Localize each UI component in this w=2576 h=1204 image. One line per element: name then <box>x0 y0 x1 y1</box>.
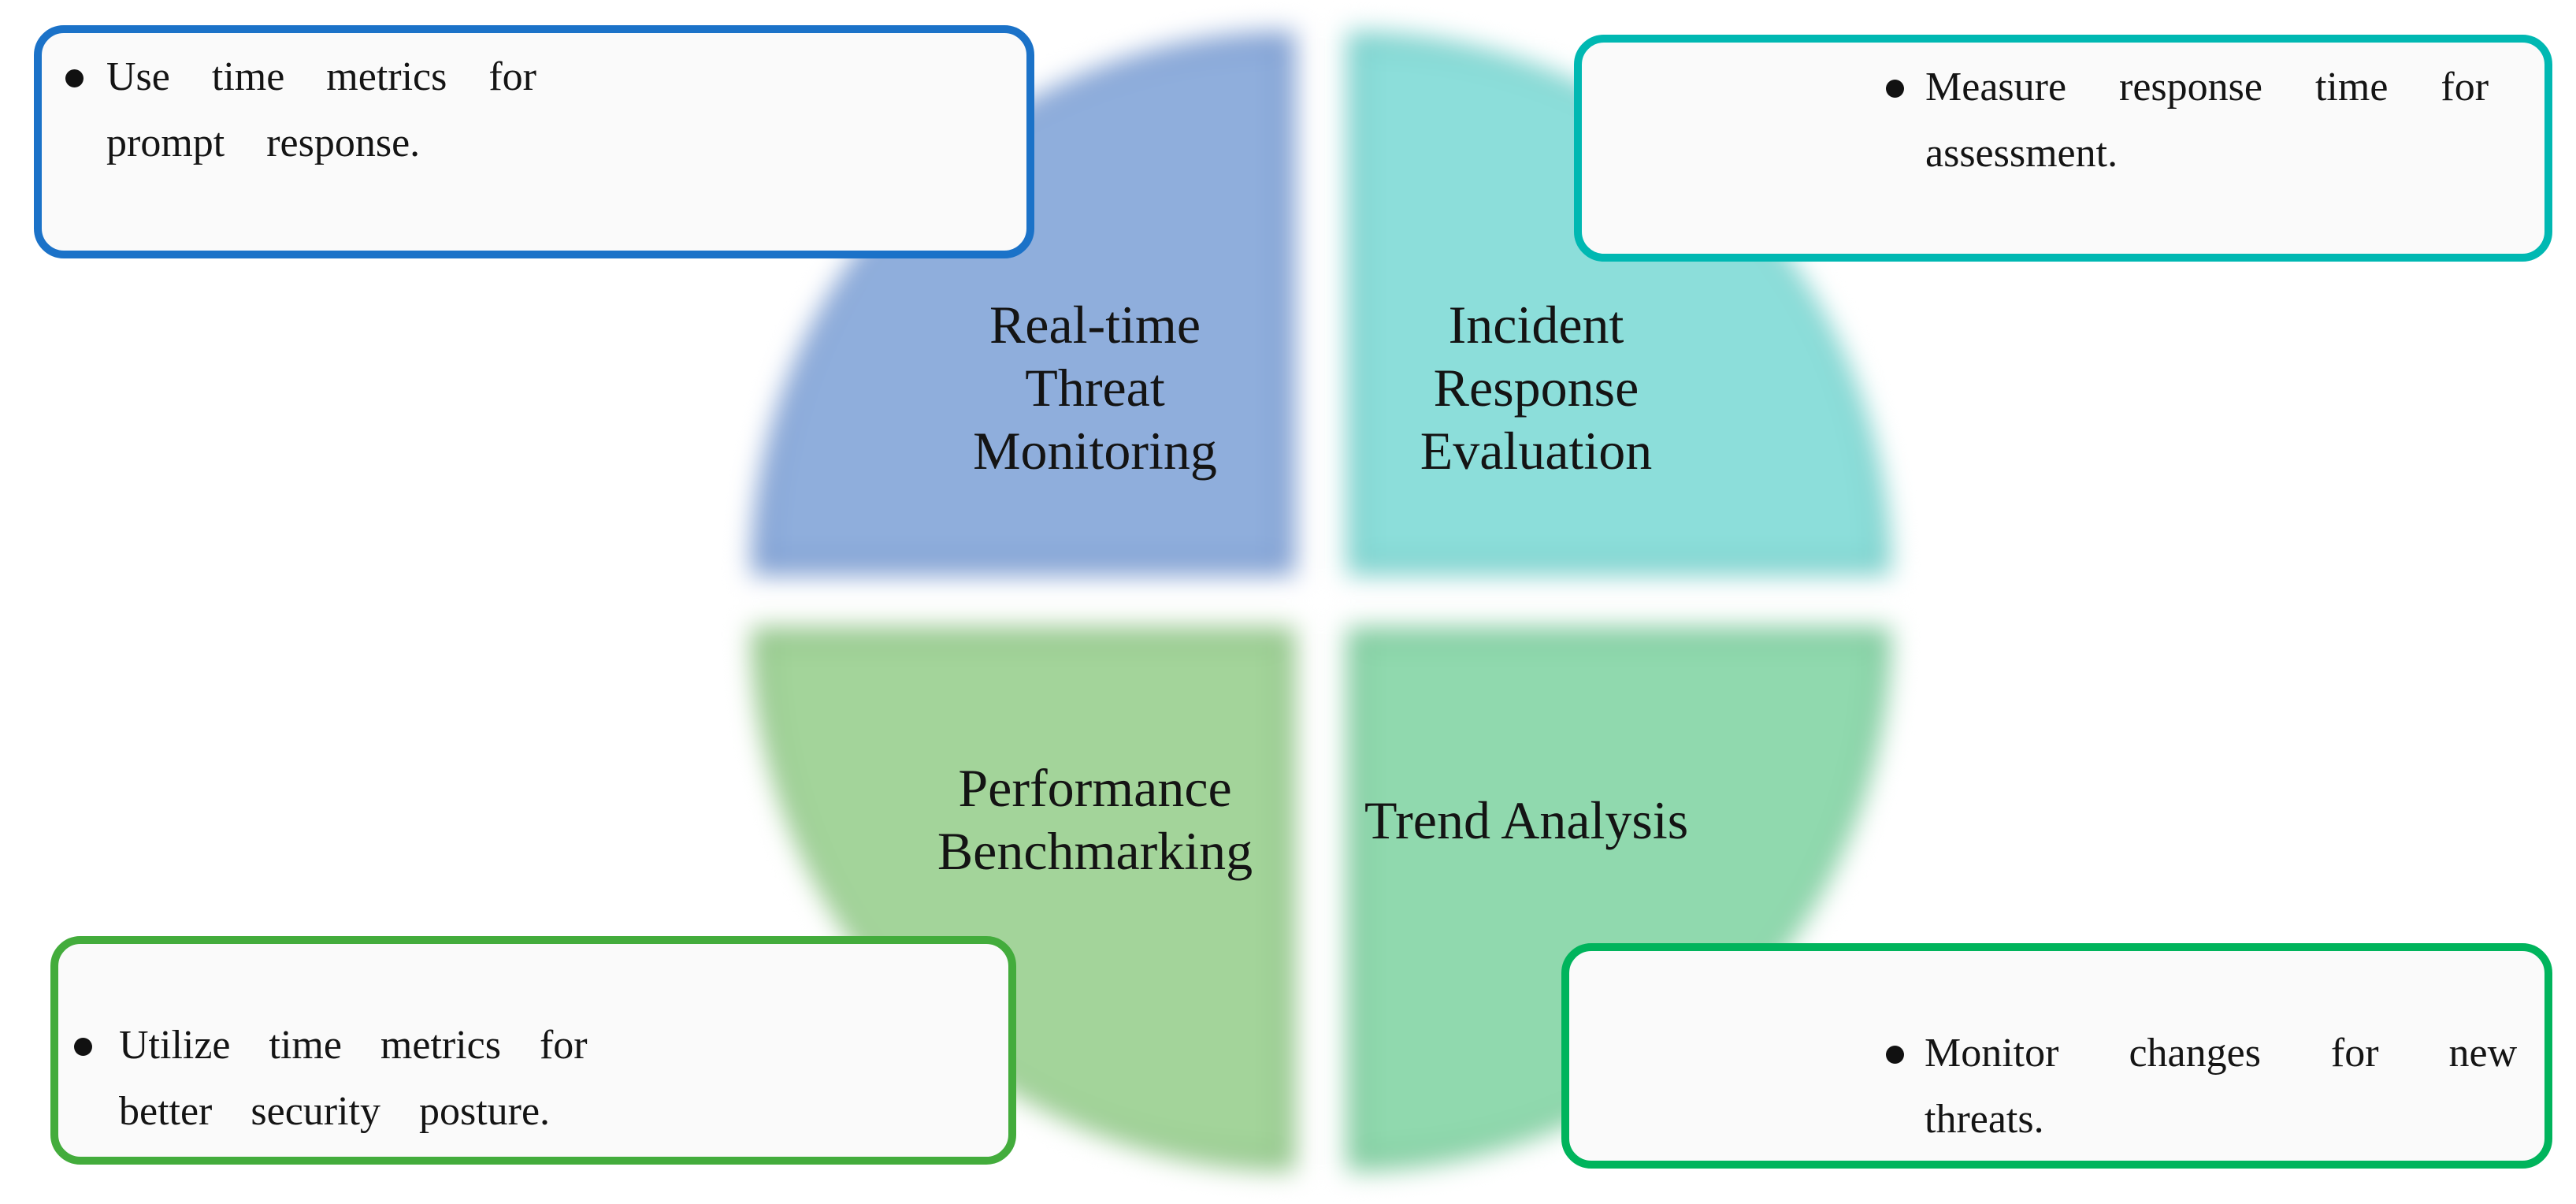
callout-text: Utilize time metrics for better security… <box>119 1013 588 1145</box>
quadrant-label-line: Monitoring <box>973 421 1217 481</box>
quadrant-label-trend-analysis: Trend Analysis <box>1364 789 1853 852</box>
callout-box-incident-response-evaluation: Measure response time for assessment. <box>1574 35 2552 262</box>
callout-box-real-time-threat-monitoring: Use time metrics for prompt response. <box>34 25 1034 258</box>
callout-box-performance-benchmarking: Utilize time metrics for better security… <box>50 936 1016 1165</box>
callout-text: Monitor changes for new threats. <box>1925 1020 2517 1153</box>
bullet-icon <box>1886 1046 1904 1064</box>
callout-text-line: Utilize time metrics for <box>119 1023 588 1068</box>
callout-text: Measure response time for assessment. <box>1925 54 2489 187</box>
callout-body: Utilize time metrics for better security… <box>58 944 1008 1145</box>
quadrant-label-real-time-threat-monitoring: Real-time Threat Monitoring <box>890 293 1300 482</box>
callout-box-trend-analysis: Monitor changes for new threats. <box>1561 943 2552 1169</box>
callout-text-line: Measure response time for <box>1925 65 2489 110</box>
quadrant-label-line: Trend Analysis <box>1364 790 1689 850</box>
quadrant-label-line: Evaluation <box>1420 421 1653 481</box>
bullet-icon <box>1886 80 1904 98</box>
callout-body: Measure response time for assessment. <box>1582 43 2544 187</box>
quadrant-label-performance-benchmarking: Performance Benchmarking <box>890 756 1300 883</box>
callout-text-line: better security posture. <box>119 1089 551 1134</box>
bullet-icon <box>65 69 84 87</box>
callout-text-line: Use time metrics for <box>106 54 536 99</box>
quadrant-label-line: Real-time <box>989 295 1201 355</box>
callout-text-line: prompt response. <box>106 121 421 165</box>
callout-text-line: threats. <box>1925 1097 2044 1142</box>
callout-text-line: Monitor changes for new <box>1925 1031 2518 1076</box>
quadrant-label-line: Performance <box>958 758 1232 818</box>
quadrant-label-line: Threat <box>1025 358 1165 418</box>
quadrant-label-incident-response-evaluation: Incident Response Evaluation <box>1331 293 1741 482</box>
callout-body: Use time metrics for prompt response. <box>42 33 1026 177</box>
callout-body: Monitor changes for new threats. <box>1569 951 2544 1153</box>
quadrant-label-line: Incident <box>1448 295 1624 355</box>
quadrant-label-line: Benchmarking <box>937 821 1253 881</box>
callout-text: Use time metrics for prompt response. <box>106 44 536 177</box>
callout-text-line: assessment. <box>1925 131 2118 176</box>
quadrant-label-line: Response <box>1433 358 1639 418</box>
bullet-icon <box>74 1038 92 1056</box>
